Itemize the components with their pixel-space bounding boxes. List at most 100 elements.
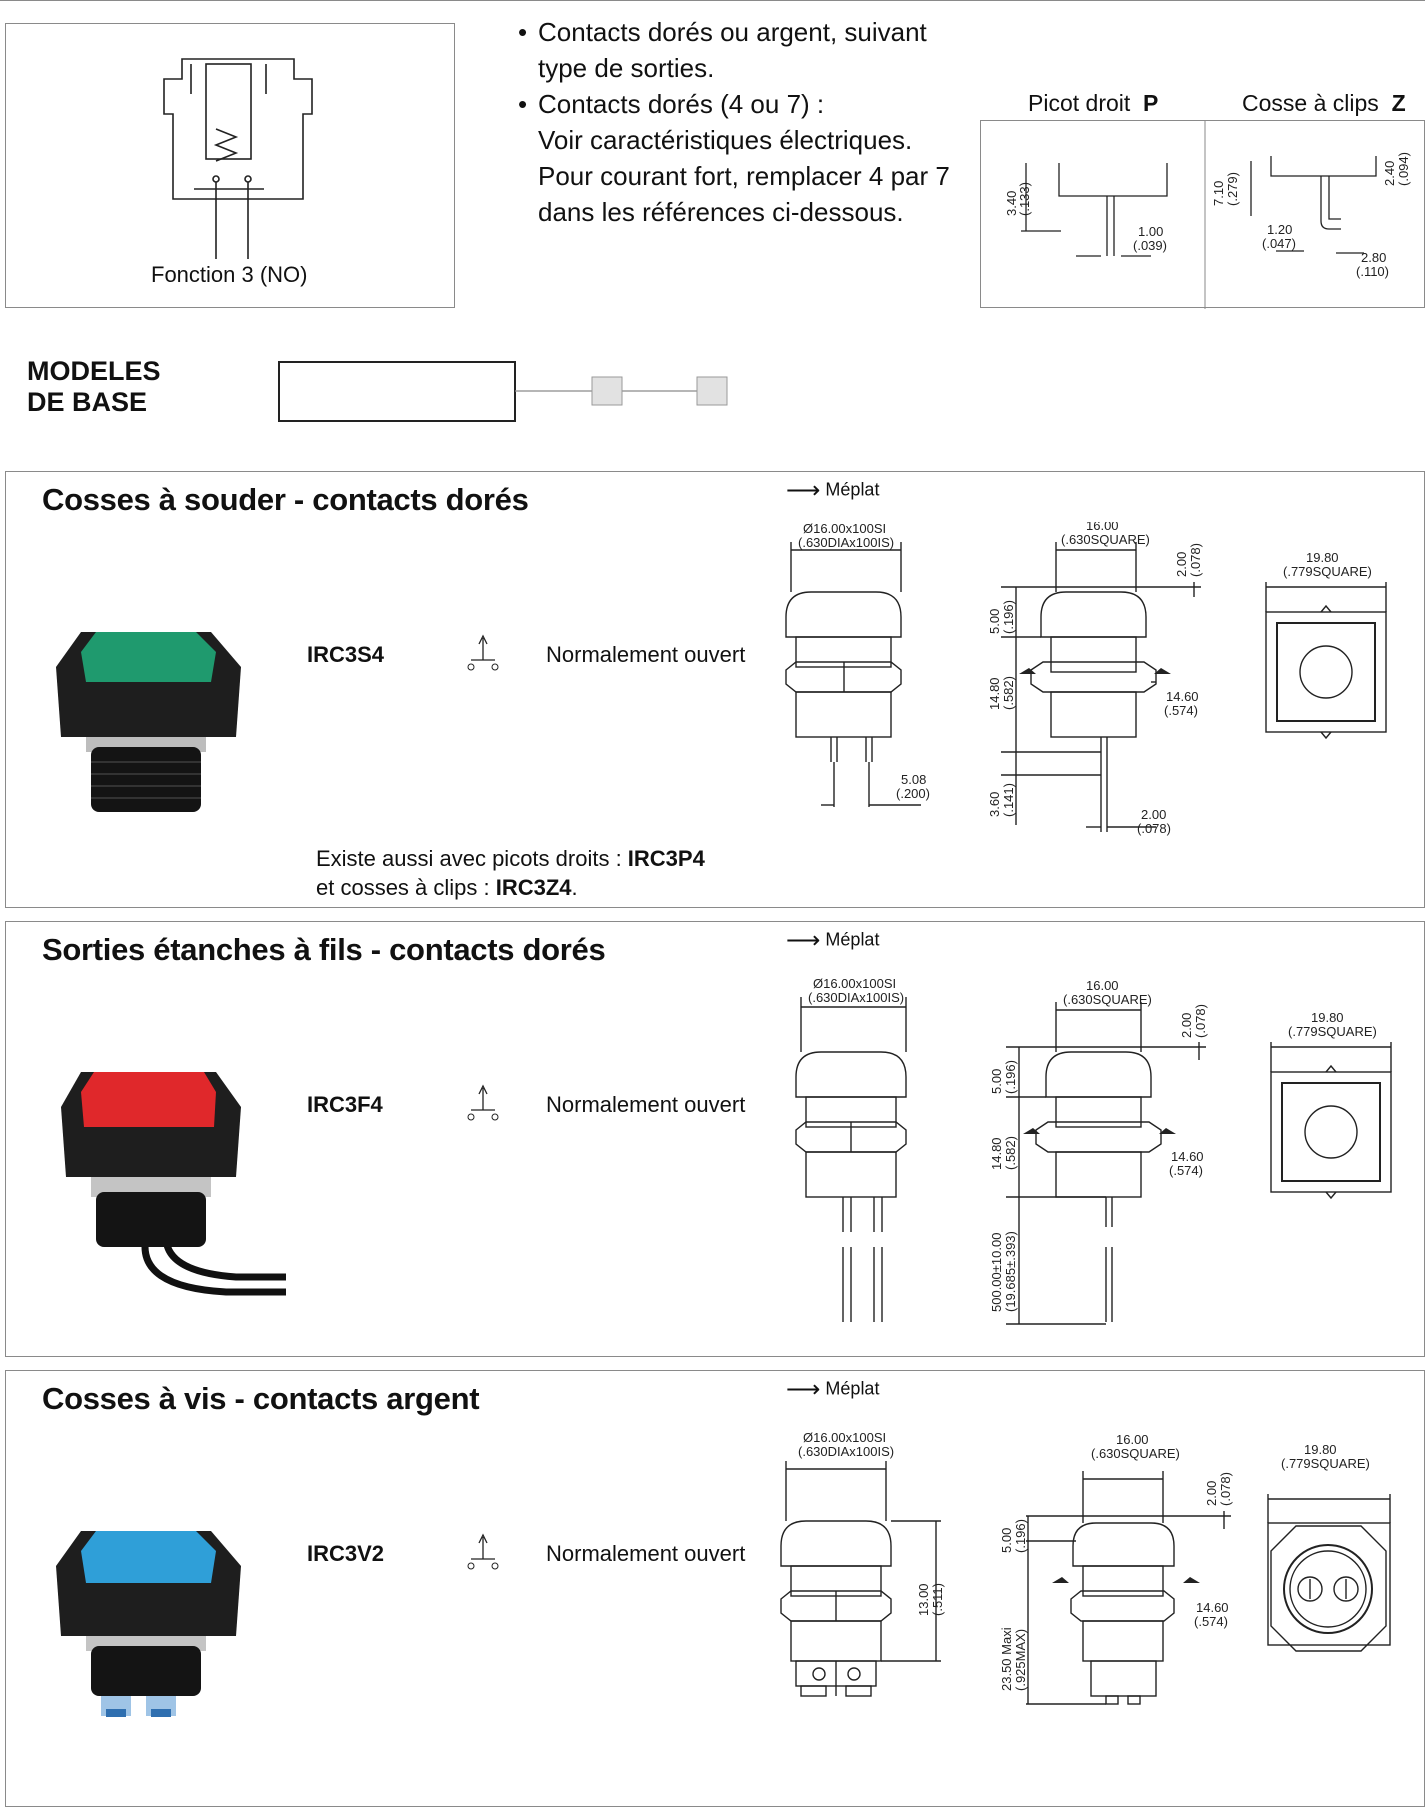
technical-drawing: Ø16.00x100SI (.630DIAx100IS) 16.00 (.630… [780,1431,1391,1705]
arrow-right-icon: ⟶ [786,927,821,954]
terminal-code: P [1143,90,1159,116]
meplat-text: Méplat [825,1378,880,1399]
bullet-text: type de sorties. [538,53,715,83]
function-text: Normalement ouvert [546,642,746,667]
reference-code: IRC3F4 [307,1092,383,1117]
product-photo [61,1072,286,1296]
dim-text: 14.60 [1166,689,1199,704]
product-photo [56,1531,241,1717]
dim-text: (.779SQUARE) [1283,564,1372,579]
dim-text: (.511) [930,1583,945,1616]
dim-text: 5.08 [901,772,926,787]
section-solder: Cosses à souder - contacts dorés ⟶ Mépla… [5,471,1425,908]
dim-text: (.779SQUARE) [1288,1024,1377,1039]
dim-text: (.574) [1164,703,1198,718]
dim-text: 2.00 [1179,1013,1194,1038]
dim-text: 2.80 [1361,250,1386,265]
note-text: Existe aussi avec picots droits : [316,846,628,871]
dim-text: 3.60 [987,792,1002,817]
switch-schematic [163,58,313,259]
dim-text: (.078) [1218,1472,1233,1506]
bullet-item: Contacts dorés ou argent, suivant type d… [518,14,950,86]
dim-text: 19.80 [1306,550,1339,565]
bullet-text: Contacts dorés ou argent, suivant [538,17,927,47]
dim-text: (.039) [1133,238,1167,253]
terminal-header-cosse: Cosse à clips Z [1242,90,1406,117]
terminal-drawings: 3.40 (.133) 1.00 (.039) 7.10 (.279) 2.40… [1004,121,1411,309]
dim-text: (.110) [1356,264,1389,279]
dim-text: Ø16.00x100SI [803,522,886,536]
dim-text: 3.40 [1004,191,1019,216]
dim-text: (.630DIAx100IS) [798,1444,894,1459]
meplat-text: Méplat [825,479,880,500]
arrow-right-icon: ⟶ [786,1376,821,1403]
dim-text: (.574) [1169,1163,1203,1178]
bullet-text: Contacts dorés (4 ou 7) : [538,89,825,119]
terminal-drawing-box: 3.40 (.133) 1.00 (.039) 7.10 (.279) 2.40… [980,120,1425,309]
dim-text: 16.00 [1086,978,1119,993]
bullet-item: Contacts dorés (4 ou 7) : Voir caractéri… [518,86,950,230]
dim-text: (.196) [1003,1060,1018,1094]
dim-text: 500.00±10.00 [989,1233,1004,1312]
dim-text: (.141) [1001,783,1016,817]
modeles-line: MODELES [27,356,161,386]
dim-text: (.574) [1194,1614,1228,1629]
dim-text: 19.80 [1304,1442,1337,1457]
dim-text: (.630SQUARE) [1063,992,1152,1007]
dim-text: (.582) [1003,1136,1018,1170]
note-line: Existe aussi avec picots droits : IRC3P4 [316,844,705,873]
technical-drawing: Ø16.00x100SI (.630DIAx100IS) 16.00 (.630… [795,976,1392,1325]
terminal-code: Z [1391,90,1406,116]
dim-text: (.196) [1013,1519,1028,1553]
dim-text: 23.50 Maxi [999,1627,1014,1691]
dim-text: 2.00 [1174,552,1189,577]
no-contact-symbol-icon [467,1533,499,1570]
dim-text: (.630DIAx100IS) [798,535,894,550]
dim-text: (.047) [1262,236,1296,251]
section-title: Cosses à souder - contacts dorés [42,482,529,517]
dim-text: 14.80 [987,677,1002,710]
no-contact-symbol-icon [467,634,499,671]
dim-text: (.779SQUARE) [1281,1456,1370,1471]
dim-text: (.196) [1001,600,1016,634]
dim-text: 2.40 [1382,161,1397,186]
dim-text: (.630SQUARE) [1061,532,1150,547]
dim-text: 19.80 [1311,1010,1344,1025]
dim-text: (.630DIAx100IS) [808,990,904,1005]
dim-text: 7.10 [1211,181,1226,206]
dim-text: 14.60 [1171,1149,1204,1164]
dim-text: 1.00 [1138,224,1163,239]
reference-code: IRC3S4 [307,642,385,667]
meplat-label: ⟶ Méplat [786,476,879,505]
dim-text: (.279) [1225,172,1240,206]
dim-text: 14.80 [989,1137,1004,1170]
dim-text: 1.20 [1267,222,1292,237]
reference-code: IRC3V2 [307,1541,385,1566]
dim-text: 5.00 [989,1069,1004,1094]
terminal-label: Cosse à clips [1242,90,1379,116]
function-text: Normalement ouvert [546,1541,746,1566]
cap-color [81,632,216,682]
note-text: . [571,875,578,900]
dim-text: (.630SQUARE) [1091,1446,1180,1461]
dim-text: 14.60 [1196,1600,1229,1615]
terminal-label: Picot droit [1028,90,1131,116]
note-ref: IRC3Z4 [495,875,572,900]
dim-text: (.078) [1188,543,1203,577]
dim-text: (.925MAX) [1013,1629,1028,1691]
arrow-right-icon: ⟶ [786,477,821,504]
dim-text: (.078) [1137,821,1171,836]
dim-text: 5.00 [999,1528,1014,1553]
dim-text: (.582) [1001,676,1016,710]
modeles-line: DE BASE [27,387,148,417]
section-title: Sorties étanches à fils - contacts dorés [42,932,606,967]
section-wires: Sorties étanches à fils - contacts dorés… [5,921,1425,1357]
dim-text: 16.00 [1116,1432,1149,1447]
note-text: et cosses à clips : [316,875,496,900]
dim-text: 16.00 [1086,522,1119,533]
dim-text: 5.00 [987,609,1002,634]
dim-text: (.133) [1017,182,1032,216]
note-line: et cosses à clips : IRC3Z4. [316,873,705,902]
cap-color [81,1072,216,1127]
dim-text: (.078) [1193,1004,1208,1038]
